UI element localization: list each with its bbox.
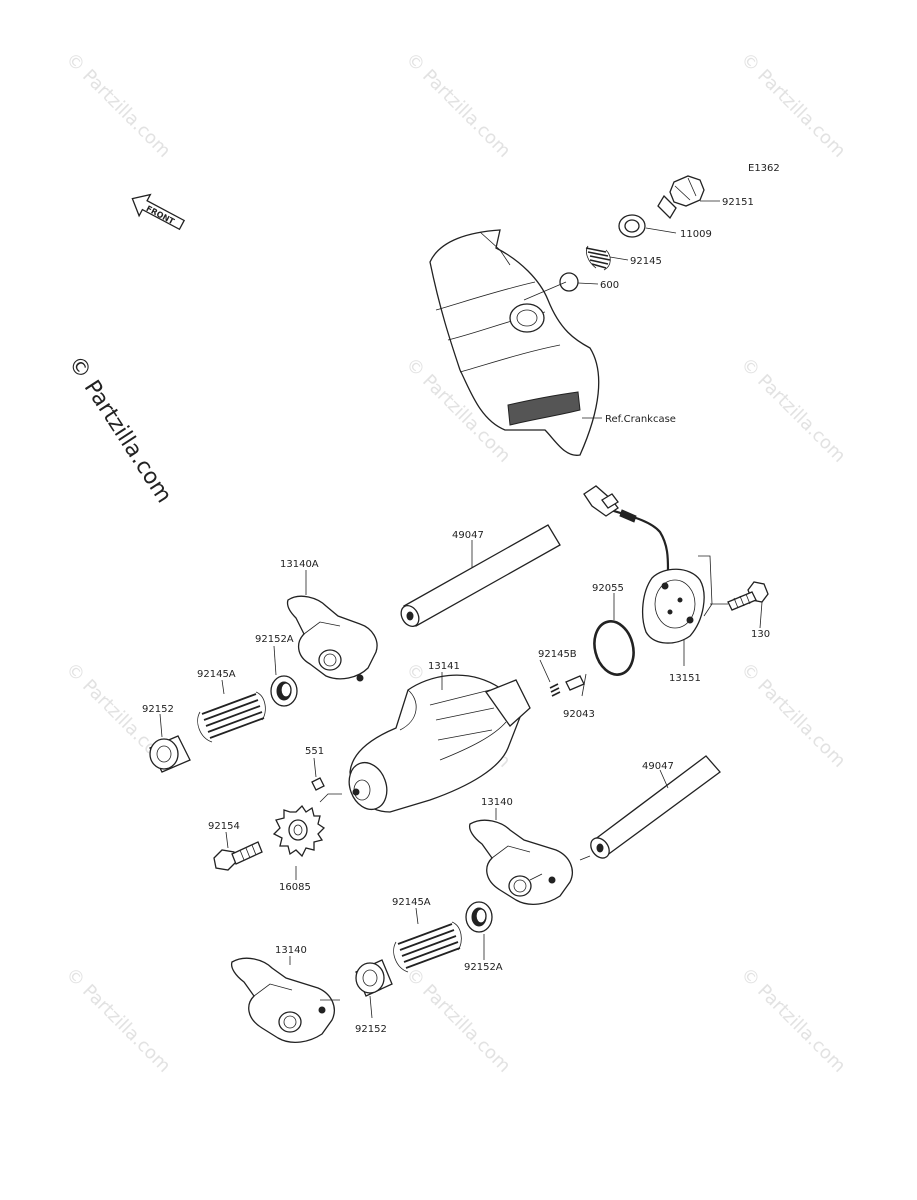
washer-92152A-upper	[270, 675, 298, 707]
label-92043: 92043	[563, 709, 595, 720]
shaft-49047-lower	[590, 755, 721, 859]
ball-600	[559, 272, 579, 292]
label-92151: 92151	[722, 197, 754, 208]
label-49047-lower: 49047	[642, 761, 674, 772]
watermark: © Partzilla.com	[401, 49, 514, 162]
label-600: 600	[600, 280, 619, 291]
label-11009: 11009	[680, 229, 712, 240]
label-92145A-bottom: 92145A	[392, 897, 431, 908]
label-16085: 16085	[279, 882, 311, 893]
plug-bolt-92151	[657, 175, 705, 220]
label-13140A: 13140A	[280, 559, 319, 570]
pin-551	[311, 777, 325, 791]
front-arrow-icon: FRONT	[131, 193, 186, 231]
label-13140-bottom: 13140	[275, 945, 307, 956]
spring-92145	[585, 245, 611, 271]
spring-92145A-left	[197, 691, 266, 743]
shift-fork-13140-middle	[468, 819, 573, 906]
watermark: © Partzilla.com	[61, 964, 174, 1077]
watermark: © Partzilla.com	[736, 49, 849, 162]
watermark: © Partzilla.com	[736, 964, 849, 1077]
spring-92145B	[549, 683, 561, 697]
leader-lines	[159, 200, 763, 1019]
watermark: © Partzilla.com	[61, 49, 174, 162]
watermark: © Partzilla.com	[401, 964, 514, 1077]
label-92152A-upper: 92152A	[255, 634, 294, 645]
label-130: 130	[751, 629, 770, 640]
label-13151: 13151	[669, 673, 701, 684]
gasket-11009	[618, 214, 646, 238]
label-ref-crankcase: Ref.Crankcase	[605, 414, 676, 425]
label-92055: 92055	[592, 583, 624, 594]
copyright-text: © Partzilla.com	[63, 352, 176, 508]
label-13140-middle: 13140	[481, 797, 513, 808]
watermark: © Partzilla.com	[736, 354, 849, 467]
label-92145A-left: 92145A	[197, 669, 236, 680]
label-92152-left: 92152	[142, 704, 174, 715]
label-13141: 13141	[428, 661, 460, 672]
part-labels: 92151 11009 92145 600 Ref.Crankcase 4904…	[142, 197, 770, 1035]
pin-92043	[565, 675, 585, 691]
label-551: 551	[305, 746, 324, 757]
shift-fork-13140A	[286, 595, 378, 682]
bolt-130	[727, 581, 769, 611]
sensor-13151	[583, 485, 705, 644]
bolt-92154	[213, 841, 263, 871]
shift-fork-13140-bottom	[230, 957, 335, 1044]
shift-drum-13141	[348, 674, 531, 813]
o-ring-92055	[593, 620, 635, 676]
label-92152A-bottom: 92152A	[464, 962, 503, 973]
gear-16085	[272, 804, 326, 858]
label-92145B: 92145B	[538, 649, 577, 660]
shaft-49047-upper	[400, 524, 561, 627]
watermark: © Partzilla.com	[736, 659, 849, 772]
label-92152-bottom: 92152	[355, 1024, 387, 1035]
spring-92145A-bottom	[393, 921, 462, 973]
label-49047-upper: 49047	[452, 530, 484, 541]
collar-92152-left	[149, 735, 191, 773]
washer-92152A-lower	[465, 901, 493, 933]
label-92145: 92145	[630, 256, 662, 267]
collar-92152-bottom	[355, 959, 393, 997]
crankcase-reference	[429, 229, 600, 456]
diagram-code: E1362	[748, 163, 780, 174]
label-92154: 92154	[208, 821, 240, 832]
